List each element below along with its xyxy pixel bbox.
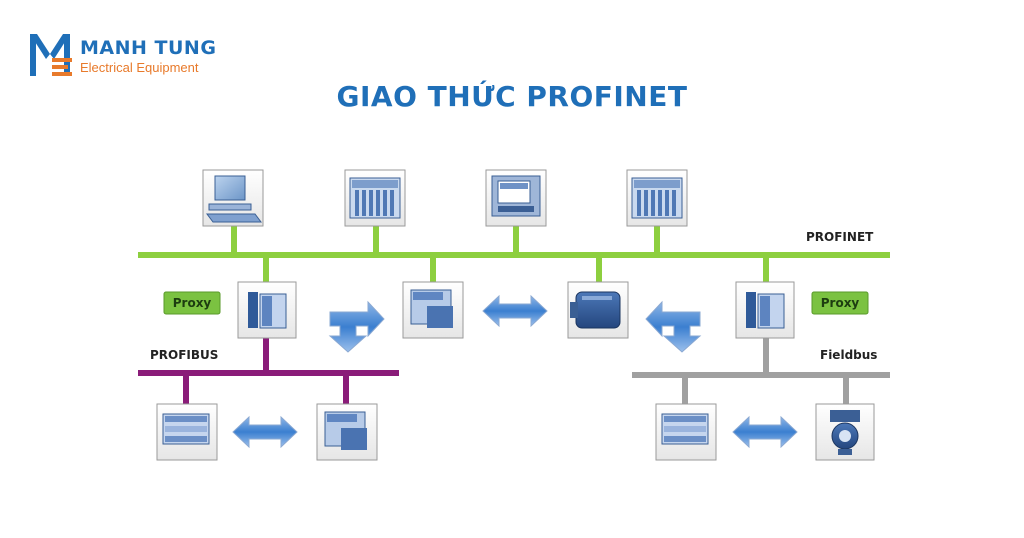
proxy-badge-left: Proxy (163, 291, 221, 315)
proxy-label-left: Proxy (173, 296, 212, 310)
proxy-label-right: Proxy (821, 296, 860, 310)
bent-arrow-icon (328, 300, 385, 353)
controller-rack-icon (344, 169, 406, 227)
plc-module-icon (655, 403, 717, 461)
brand-logo[interactable]: MANH TUNG Electrical Equipment (28, 28, 218, 80)
io-module-icon (316, 403, 378, 461)
field-instrument-icon (815, 403, 875, 461)
proxy-plc-icon (237, 281, 297, 339)
io-module-icon (402, 281, 464, 339)
fieldbus-bus (632, 336, 890, 406)
fieldbus-label: Fieldbus (820, 348, 877, 362)
profibus-label: PROFIBUS (150, 348, 218, 362)
proxy-badge-right: Proxy (811, 291, 869, 315)
pc-workstation-icon (202, 169, 264, 227)
brand-mark-icon (30, 34, 72, 76)
plc-module-icon (156, 403, 218, 461)
profinet-bus (138, 224, 890, 284)
hmi-panel-icon (485, 169, 547, 227)
proxy-plc-icon (735, 281, 795, 339)
profinet-label: PROFINET (806, 230, 874, 244)
bent-arrow-icon (645, 300, 702, 353)
double-arrow-icon (232, 415, 298, 449)
controller-rack-icon (626, 169, 688, 227)
brand-tagline: Electrical Equipment (80, 60, 199, 75)
brand-name: MANH TUNG (80, 37, 217, 59)
page-title: GIAO THỨC PROFINET (336, 80, 688, 113)
double-arrow-icon (732, 415, 798, 449)
double-arrow-icon (482, 294, 548, 328)
profibus-bus (138, 336, 399, 406)
drive-motor-icon (567, 281, 629, 339)
